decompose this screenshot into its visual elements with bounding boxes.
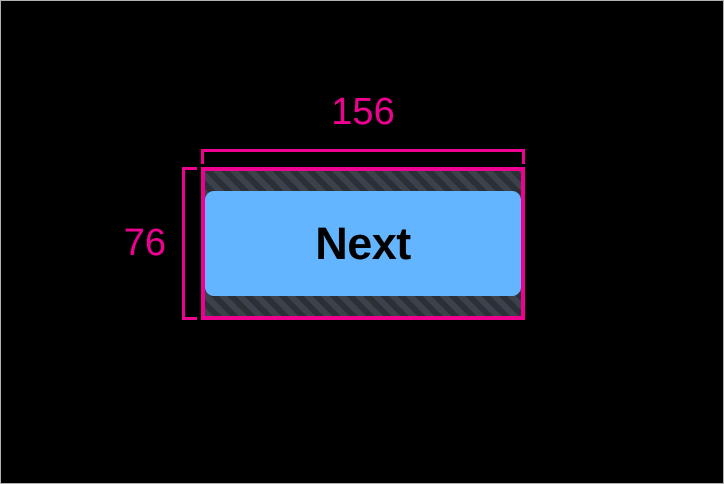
next-button-label: Next (315, 218, 411, 269)
width-dimension-cap-left (201, 149, 204, 164)
width-dimension-line (201, 149, 525, 152)
element-bounding-box[interactable]: Next (201, 167, 525, 320)
height-dimension-cap-bottom (182, 317, 197, 320)
width-dimension-cap-right (522, 149, 525, 164)
width-dimension-label: 156 (331, 91, 395, 133)
width-dimension-bracket (201, 149, 525, 165)
next-button[interactable]: Next (205, 191, 521, 296)
height-dimension-line (182, 167, 185, 320)
height-dimension-bracket (182, 167, 198, 320)
height-dimension-cap-top (182, 167, 197, 170)
height-dimension-label: 76 (123, 222, 166, 264)
